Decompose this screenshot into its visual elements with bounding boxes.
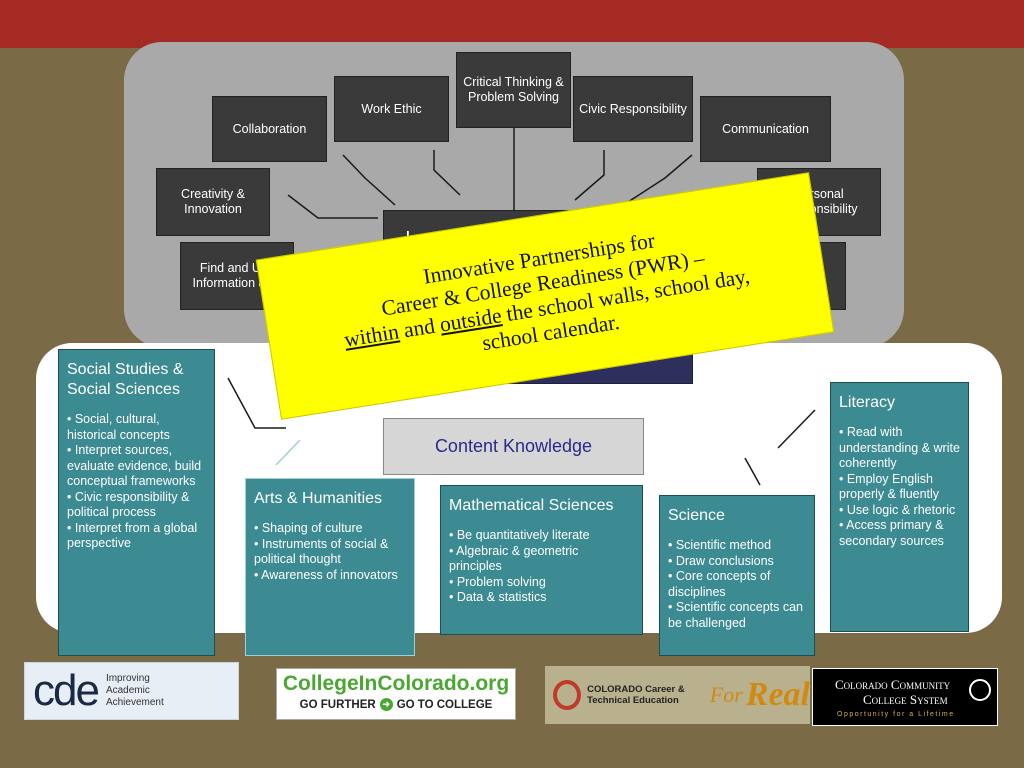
cde-mark: cde [33,666,100,715]
list-item: • Draw conclusions [668,553,774,568]
skill-civic-responsibility: Civic Responsibility [573,76,693,142]
subject-math-title: Mathematical Sciences [449,497,614,514]
list-item: • Employ English properly & fluently [839,471,940,502]
subject-social-title: Social Studies & Social Sciences [67,361,184,398]
list-item: • Problem solving [449,574,546,589]
list-item: • Data & statistics [449,590,547,604]
subject-arts-list: • Shaping of culture • Instruments of so… [254,521,406,583]
leaf-emblem-icon [969,679,991,701]
subject-mathematical-sciences: Mathematical Sciences • Be quantitativel… [440,485,643,635]
skill-communication: Communication [700,96,831,162]
list-item: • Be quantitatively literate [449,528,590,542]
skill-critical-thinking: Critical Thinking & Problem Solving [456,52,571,128]
banner-within: within [342,319,401,352]
subject-social-studies: Social Studies & Social Sciences • Socia… [58,349,215,656]
cte-for: For [709,682,743,707]
cte-name: COLORADO Career & Technical Education [587,684,685,706]
cic-slogan: GO FURTHER ➜ GO TO COLLEGE [277,698,515,711]
list-item: • Instruments of social & political thou… [254,536,389,567]
cde-logo: cde Improving Academic Achievement [24,662,239,720]
cic-go-further: GO FURTHER [299,698,376,711]
college-in-colorado-logo: CollegeInColorado.org GO FURTHER ➜ GO TO… [276,668,516,720]
subject-science-list: • Scientific method • Draw conclusions •… [668,538,806,631]
list-item: • Algebraic & geometric principles [449,543,579,574]
cde-tagline: Improving Academic Achievement [105,673,164,708]
list-item: • Access primary & secondary sources [839,518,944,548]
banner-and: and [396,312,442,344]
list-item: • Read with understanding & write cohere… [839,425,960,470]
cic-name: CollegeInColorado.org [282,672,510,695]
cic-go-college: GO TO COLLEGE [396,698,493,711]
subject-literacy: Literacy • Read with understanding & wri… [830,382,969,632]
colorado-cte-logo: COLORADO Career & Technical Education Fo… [545,666,810,724]
cccs-line-2: College System [863,692,948,707]
cccs-line-1: Colorado Community [835,677,951,692]
subject-math-list: • Be quantitatively literate • Algebraic… [449,528,634,606]
subject-science-title: Science [668,507,725,524]
list-item: • Core concepts of disciplines [668,569,771,599]
arrow-right-icon: ➜ [379,698,393,711]
subject-social-list: • Social, cultural, historical concepts … [67,412,206,552]
list-item: • Social, cultural, historical concepts [67,412,170,442]
subject-arts-title: Arts & Humanities [254,490,383,507]
list-item: • Interpret from a global perspective [67,520,198,551]
content-knowledge-box: Content Knowledge [383,418,644,475]
list-item: • Awareness of innovators [254,567,398,582]
subject-literacy-title: Literacy [839,394,896,411]
list-item: • Shaping of culture [254,521,363,535]
list-item: • Civic responsibility & political proce… [67,489,190,520]
cte-emblem-icon [553,680,582,710]
subject-science: Science • Scientific method • Draw concl… [659,495,815,656]
list-item: • Interpret sources, evaluate evidence, … [67,443,202,488]
subject-literacy-list: • Read with understanding & write cohere… [839,425,960,549]
list-item: • Scientific method [668,538,772,552]
cccs-tagline: Opportunity for a Lifetime [837,711,955,718]
skill-creativity-innovation: Creativity & Innovation [156,168,270,236]
skill-work-ethic: Work Ethic [334,76,449,142]
top-bar [0,0,1024,48]
cte-real: Real [745,676,810,713]
list-item: • Use logic & rhetoric [839,502,956,517]
skill-collaboration: Collaboration [212,96,327,162]
list-item: • Scientific concepts can be challenged [668,600,803,630]
subject-arts-humanities: Arts & Humanities • Shaping of culture •… [245,478,415,656]
cccs-logo: Colorado Community College System Opport… [812,668,998,726]
